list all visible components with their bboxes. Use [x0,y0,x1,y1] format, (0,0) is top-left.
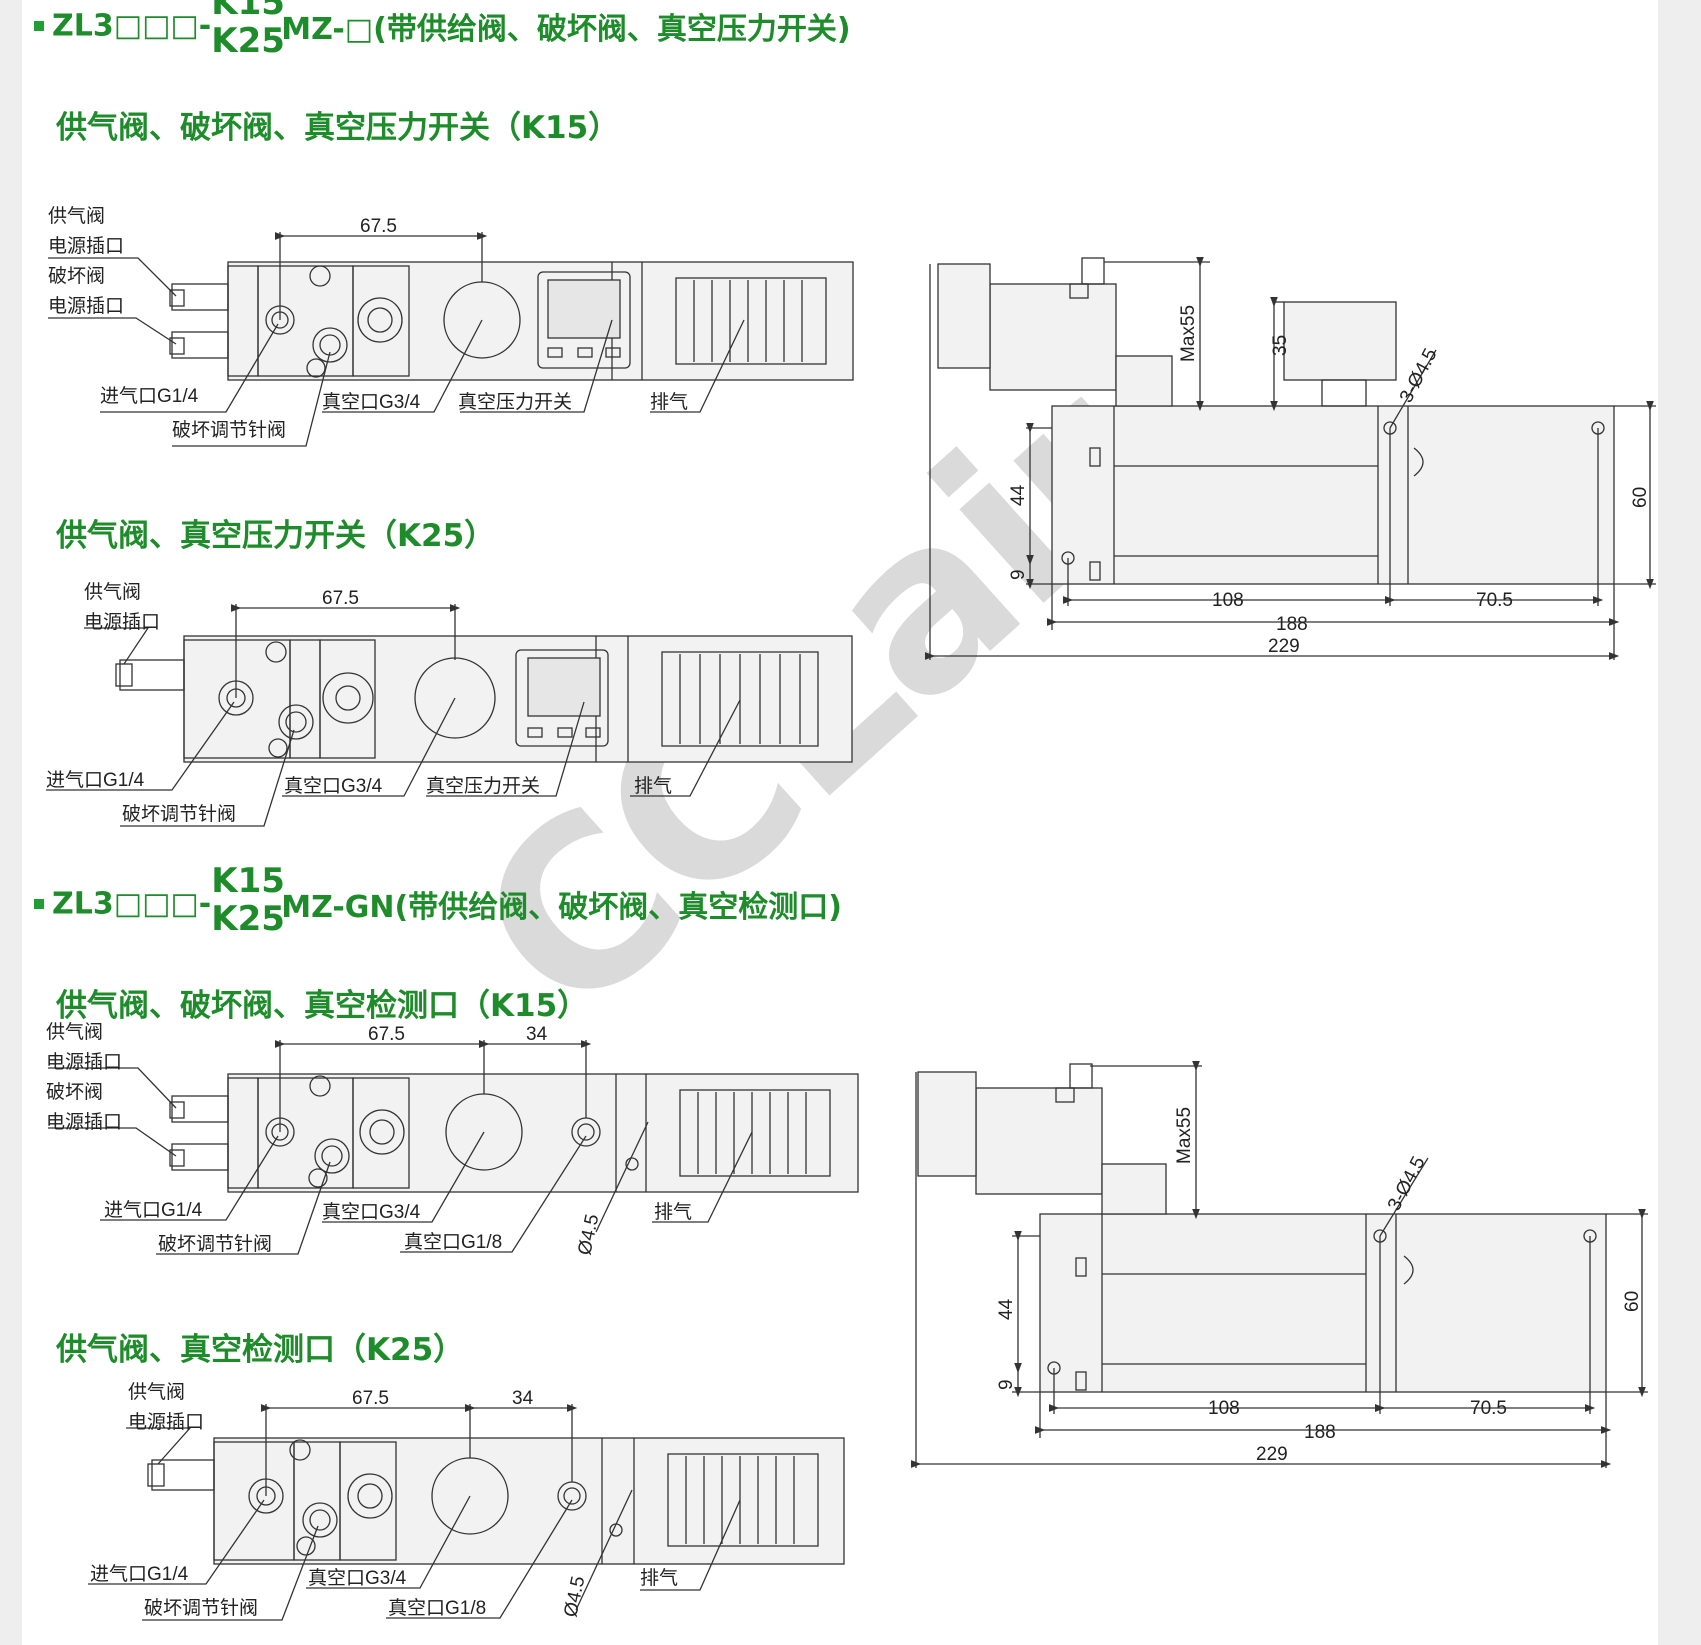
label-vacuum-port-small: 真空口G1/8 [388,1597,486,1619]
dim-hole-dia: Ø4.5 [574,1212,603,1257]
top-view-k15-port [48,1040,859,1255]
top-view-k15-switch [48,232,854,447]
dim-holes: 3-Ø4.5 [1396,345,1442,406]
label-exhaust: 排气 [654,1201,692,1223]
label-supply-valve: 供气阀 [48,205,105,227]
top-view-k25-switch [46,604,853,827]
label-break-needle-valve: 破坏调节针阀 [144,1597,258,1619]
label-power-socket: 电源插口 [46,1111,122,1133]
label-power-socket: 电源插口 [46,1051,122,1073]
label-exhaust: 排气 [650,391,688,413]
subsection-title: 供气阀、真空压力开关（K25） [56,518,496,554]
label-supply-valve: 供气阀 [128,1381,185,1403]
dim-h-60: 60 [1630,487,1651,508]
subsection-title: 供气阀、真空检测口（K25） [56,1332,465,1368]
dim-len-70-5: 70.5 [1476,590,1513,611]
dim-pitch-a: 67.5 [322,588,359,609]
bullet-square-icon [34,21,44,31]
side-view-1 [924,256,1656,660]
label-break-needle-valve: 破坏调节针阀 [172,419,286,441]
dim-h-9: 9 [1008,569,1029,580]
dim-pitch-a: 67.5 [368,1024,405,1045]
dim-len-70-5: 70.5 [1470,1398,1507,1419]
label-air-inlet: 进气口G1/4 [46,769,145,791]
label-power-socket: 电源插口 [84,611,160,633]
dim-len-108: 108 [1208,1398,1240,1419]
label-vacuum-port-main: 真空口G3/4 [284,775,383,797]
dim-h-44: 44 [1008,484,1029,506]
dim-max-height: Max55 [1174,1107,1195,1164]
label-power-socket: 电源插口 [128,1411,204,1433]
label-vacuum-port-main: 真空口G3/4 [322,1201,421,1223]
dim-pitch-b: 34 [512,1388,534,1409]
dim-hole-dia: Ø4.5 [560,1574,589,1619]
top-view-k25-port [88,1404,845,1621]
dim-pitch-a: 67.5 [360,216,397,237]
bullet-square-icon [34,899,44,909]
label-break-needle-valve: 破坏调节针阀 [122,803,236,825]
label-break-needle-valve: 破坏调节针阀 [158,1233,272,1255]
dim-pitch-b: 34 [526,1024,548,1045]
drawing-labels: 供气阀 电源插口 破坏阀 电源插口 进气口G1/4 破坏调节针阀 真空口G3/4… [46,205,1651,1619]
label-supply-valve: 供气阀 [46,1021,103,1043]
side-view-2 [910,1060,1648,1468]
label-supply-valve: 供气阀 [84,581,141,603]
subsection-title: 供气阀、破坏阀、真空压力开关（K15） [56,110,620,146]
dim-len-108: 108 [1212,590,1244,611]
label-exhaust: 排气 [640,1567,678,1589]
label-air-inlet: 进气口G1/4 [104,1199,203,1221]
dim-holes: 3-Ø4.5 [1384,1153,1430,1214]
dim-max-height: Max55 [1178,305,1199,362]
label-vacuum-port-main: 真空口G3/4 [308,1567,407,1589]
label-vacuum-port-main: 真空口G3/4 [322,391,421,413]
label-exhaust: 排气 [634,775,672,797]
dim-h-60: 60 [1622,1291,1643,1312]
label-pressure-switch: 真空压力开关 [426,775,540,797]
label-power-socket: 电源插口 [48,295,124,317]
subsection-title: 供气阀、破坏阀、真空检测口（K15） [56,988,589,1024]
dim-h-9: 9 [996,1379,1017,1390]
label-power-socket: 电源插口 [48,235,124,257]
dim-h-44: 44 [996,1298,1017,1320]
label-break-valve: 破坏阀 [48,265,105,287]
dim-pitch-a: 67.5 [352,1388,389,1409]
label-air-inlet: 进气口G1/4 [90,1563,189,1585]
dim-len-188: 188 [1304,1422,1336,1443]
dim-len-229: 229 [1268,636,1300,657]
dim-len-229: 229 [1256,1444,1288,1465]
label-air-inlet: 进气口G1/4 [100,385,199,407]
label-pressure-switch: 真空压力开关 [458,391,572,413]
dim-h-35: 35 [1270,335,1291,356]
label-vacuum-port-small: 真空口G1/8 [404,1231,502,1253]
dim-len-188: 188 [1276,614,1308,635]
label-break-valve: 破坏阀 [46,1081,103,1103]
